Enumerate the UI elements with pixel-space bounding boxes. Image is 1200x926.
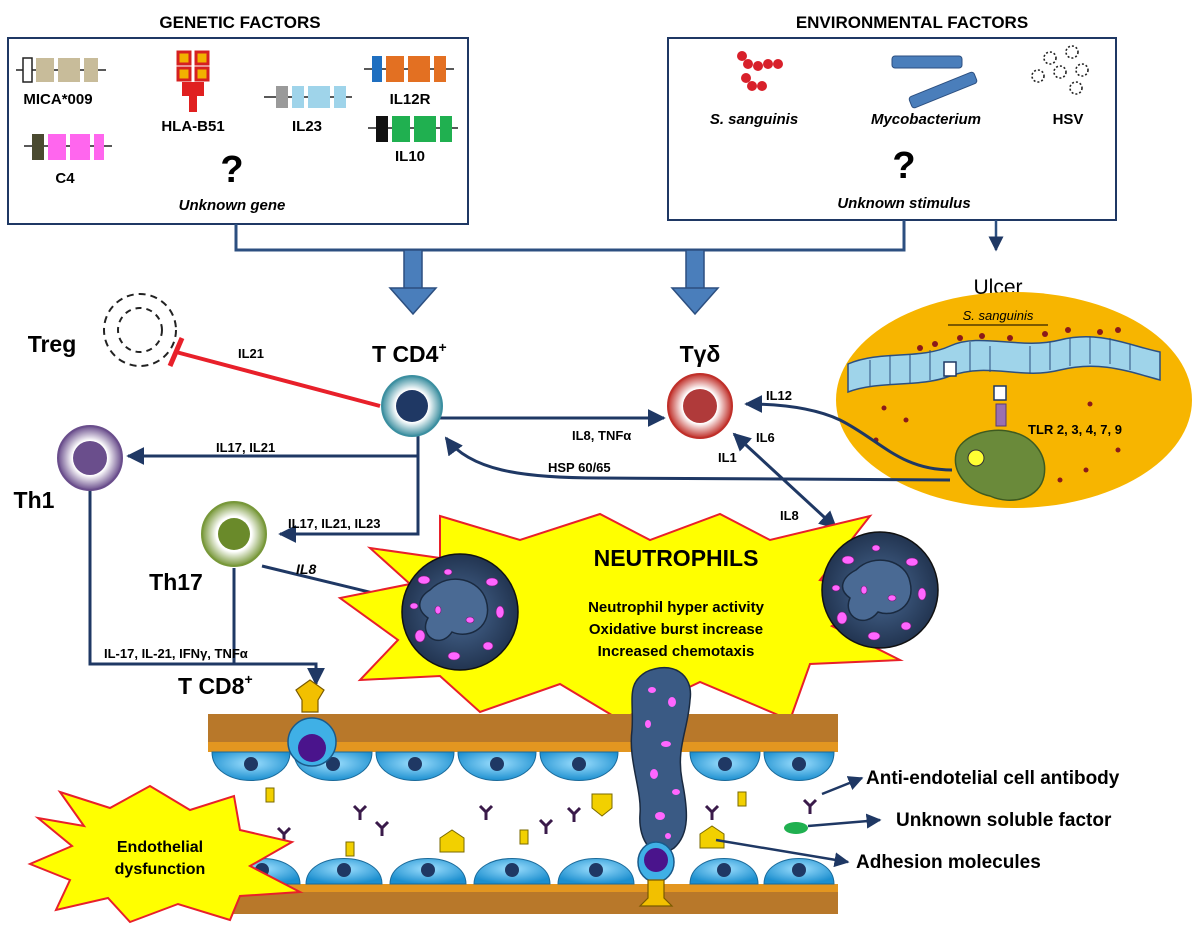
ulcer-area: S. sanguinis TLR 2, 3, 4, 7, 9 <box>836 292 1192 508</box>
cytokine-il8-neutro: IL8 <box>780 508 799 523</box>
soluble-factor-icon <box>784 822 808 834</box>
il10-gene-icon <box>368 116 458 142</box>
cytokine-il6: IL6 <box>756 430 775 445</box>
hsv-label: HSV <box>1053 111 1084 128</box>
cytokine-il1: IL1 <box>718 450 737 465</box>
tlr-label: TLR 2, 3, 4, 7, 9 <box>1028 422 1122 437</box>
ulcer-bacteria-label: S. sanguinis <box>963 308 1034 323</box>
genetic-factors-panel: GENETIC FACTORS MICA*009 HLA-B51 <box>7 13 469 225</box>
th1-cell <box>57 425 123 491</box>
unknown-gene-label: Unknown gene <box>179 197 286 214</box>
hsv-virus-icon <box>1031 45 1089 95</box>
tcd4-label: T CD4+ <box>372 339 447 367</box>
gene-label-il23: IL23 <box>292 118 322 135</box>
factor-connectors <box>234 220 906 252</box>
legend-arrows <box>715 776 882 868</box>
block-arrow-tcd4 <box>388 249 438 316</box>
neutrophils-line1: Neutrophil hyper activity <box>588 599 765 616</box>
lower-endothelial-cells <box>223 858 835 885</box>
mica-gene-icon <box>16 57 106 83</box>
block-arrow-tgd <box>670 249 720 316</box>
legend-adhesion: Adhesion molecules <box>856 852 1041 873</box>
endothelial-dysfunction-burst <box>27 784 304 924</box>
cytokine-il8-tnf: IL8, TNFα <box>572 428 631 443</box>
lower-membrane <box>208 884 838 914</box>
neutrophils-line3: Increased chemotaxis <box>598 643 755 660</box>
treg-cell <box>103 293 177 367</box>
treg-label: Treg <box>28 331 77 357</box>
gene-label-mica: MICA*009 <box>23 91 92 108</box>
antigen-presenting-cell <box>954 429 1046 501</box>
neutrophils-title: NEUTROPHILS <box>594 545 759 571</box>
cytokine-th1-cd8: IL-17, IL-21, IFNγ, TNFα <box>104 646 248 661</box>
cytokine-il8-th17: IL8 <box>296 561 316 577</box>
legend-soluble-factor: Unknown soluble factor <box>896 810 1112 831</box>
mycobacterium-icon <box>891 55 978 109</box>
upper-endothelial-cells <box>211 751 835 781</box>
tgd-cell <box>667 373 733 439</box>
il23-gene-icon <box>264 86 352 108</box>
tcd4-cell <box>381 375 443 437</box>
unknown-stimulus-label: Unknown stimulus <box>837 195 970 212</box>
endothelial-dysfunction-line2: dysfunction <box>115 861 206 878</box>
environmental-factors-title: ENVIRONMENTAL FACTORS <box>796 13 1028 32</box>
cytokine-il21-treg: IL21 <box>238 346 264 361</box>
mycobacterium-label: Mycobacterium <box>871 111 981 128</box>
cytokine-il17-il21: IL17, IL21 <box>216 440 275 455</box>
environmental-factors-panel: ENVIRONMENTAL FACTORS S. sanguinis Mycob… <box>667 13 1117 221</box>
s-sanguinis-label: S. sanguinis <box>710 111 798 128</box>
genetic-question-mark: ? <box>220 149 243 191</box>
gene-label-c4: C4 <box>55 170 75 187</box>
environmental-question-mark: ? <box>892 145 915 187</box>
hla-molecule-icon <box>176 50 210 112</box>
neutrophil-right <box>821 531 939 649</box>
neutrophils-line2: Oxidative burst increase <box>589 621 763 638</box>
s-sanguinis-bacteria-icon <box>737 51 783 91</box>
th1-label: Th1 <box>14 487 55 513</box>
tgd-label: Tγδ <box>680 341 721 367</box>
il12r-gene-icon <box>364 56 454 82</box>
gene-label-il12r: IL12R <box>390 91 431 108</box>
neutrophil-left <box>401 553 519 671</box>
c4-gene-icon <box>24 134 112 160</box>
genetic-factors-title: GENETIC FACTORS <box>159 13 320 32</box>
legend-antibody: Anti-endotelial cell antibody <box>866 768 1120 789</box>
treg-inhibition <box>167 337 381 408</box>
tcd8-cell <box>287 679 337 767</box>
migrating-neutrophil <box>630 667 692 854</box>
cytokine-arrows <box>88 395 953 686</box>
lymphocyte-bottom <box>637 841 675 907</box>
th17-label: Th17 <box>149 569 203 595</box>
cytokine-il12: IL12 <box>766 388 792 403</box>
cytokine-hsp: HSP 60/65 <box>548 460 611 475</box>
cytokine-il17-il21-il23: IL17, IL21, IL23 <box>288 516 381 531</box>
tcd8-label: T CD8+ <box>178 671 253 699</box>
th17-cell <box>201 501 267 567</box>
gene-label-il10: IL10 <box>395 148 425 165</box>
antibodies <box>276 798 818 842</box>
endothelial-dysfunction-line1: Endothelial <box>117 839 203 856</box>
gene-label-hla: HLA-B51 <box>161 118 224 135</box>
